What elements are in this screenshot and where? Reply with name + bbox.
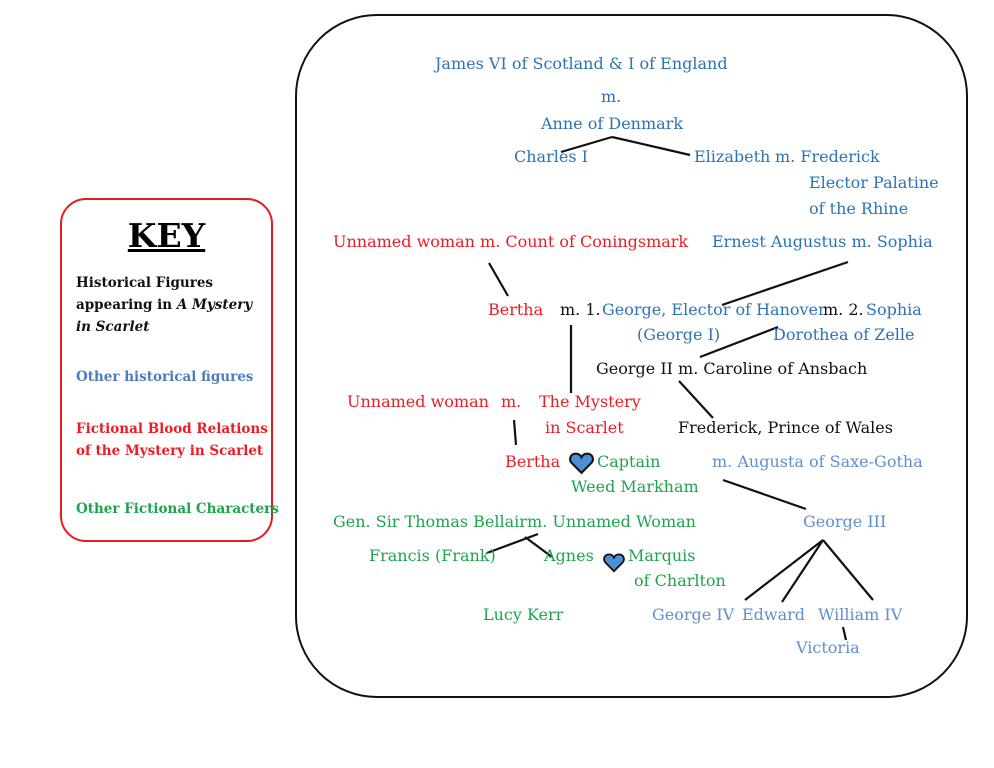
node-captain-line2: Weed Markham (571, 477, 699, 496)
node-sophia-dorothea: Sophia (866, 300, 922, 319)
family-tree-panel (295, 14, 968, 698)
marriage-2: m. 2. (823, 300, 864, 319)
node-marquis-line1: Marquis (628, 546, 696, 565)
node-ernest-sophia: Ernest Augustus m. Sophia (712, 232, 933, 251)
marriage-james-anne: m. (601, 87, 622, 106)
key-fictional-blood-line2: of the Mystery in Scarlet (76, 443, 264, 459)
line-bellair-agnes (524, 536, 553, 558)
line-george3-george4 (744, 539, 824, 601)
node-elector-line1: Elector Palatine (809, 173, 939, 192)
node-marquis-line2: of Charlton (634, 571, 726, 590)
marriage-unnamed-2: m. (501, 392, 522, 411)
node-george-elector: George, Elector of Hanover (602, 300, 826, 319)
node-frederick-elector: m. Frederick (775, 147, 880, 166)
line-george3-edward (781, 539, 824, 603)
node-william-iv: William IV (818, 605, 903, 624)
line-bellair-francis (486, 532, 539, 555)
node-edward: Edward (742, 605, 806, 624)
node-augusta: m. Augusta of Saxe-Gotha (712, 452, 923, 471)
line-augusta-george3 (722, 478, 807, 511)
node-elizabeth: Elizabeth (694, 147, 771, 166)
line-anne-elizabeth (611, 135, 691, 157)
node-bellair-wife: m. Unnamed Woman (527, 512, 696, 531)
key-historical-line2-title: A Mystery (176, 297, 253, 313)
node-anne: Anne of Denmark (541, 114, 684, 133)
node-mystery-line1: The Mystery (539, 392, 641, 411)
line-unnamed-bertha2 (512, 419, 518, 446)
node-george-iv: George IV (652, 605, 735, 624)
node-george-ii: George II m. Caroline of Ansbach (596, 359, 868, 378)
line-caroline-frederick (678, 380, 714, 419)
node-frederick-wales: Frederick, Prince of Wales (678, 418, 893, 437)
line-william-victoria (841, 626, 848, 641)
key-other-fictional: Other Fictional Characters (76, 501, 279, 517)
node-unnamed-woman-2: Unnamed woman (347, 392, 489, 411)
node-george-i: (George I) (637, 325, 721, 344)
node-mystery-line2: in Scarlet (545, 418, 624, 437)
key-title: KEY (127, 216, 206, 255)
node-bertha-1: Bertha (488, 300, 544, 319)
node-victoria: Victoria (796, 638, 860, 657)
node-dorothea: Dorothea of Zelle (773, 325, 915, 344)
node-elector-line2: of the Rhine (809, 199, 909, 218)
node-agnes: Agnes (544, 546, 594, 565)
key-historical-line2-prefix: appearing in (76, 297, 177, 313)
key-other-historical: Other historical figures (76, 369, 254, 385)
node-captain-line1: Captain (597, 452, 661, 471)
node-francis: Francis (Frank) (369, 546, 496, 565)
line-george-dorothea-george2 (699, 325, 779, 359)
line-george3-william (822, 539, 874, 601)
line-anne-charles (560, 135, 613, 154)
key-panel (60, 198, 273, 542)
node-james: James VI of Scotland & I of England (435, 54, 728, 73)
node-bertha-2: Bertha (505, 452, 561, 471)
node-charles: Charles I (514, 147, 588, 166)
heart-icon (603, 553, 625, 573)
line-coningsmark-bertha (488, 262, 509, 297)
key-historical-line3: in Scarlet (76, 319, 150, 335)
heart-icon (569, 452, 594, 475)
key-historical-line2: appearing in A Mystery (76, 294, 252, 316)
key-fictional-blood-line1: Fictional Blood Relations (76, 421, 268, 437)
marriage-1: m. 1. (560, 300, 601, 319)
node-unnamed-coningsmark: Unnamed woman m. Count of Coningsmark (333, 232, 689, 251)
node-george-iii: George III (803, 512, 887, 531)
node-lucy-kerr: Lucy Kerr (483, 605, 564, 624)
key-historical-line1: Historical Figures (76, 275, 214, 291)
node-bellair: Gen. Sir Thomas Bellair (333, 512, 527, 531)
line-sophia-george (721, 260, 849, 307)
